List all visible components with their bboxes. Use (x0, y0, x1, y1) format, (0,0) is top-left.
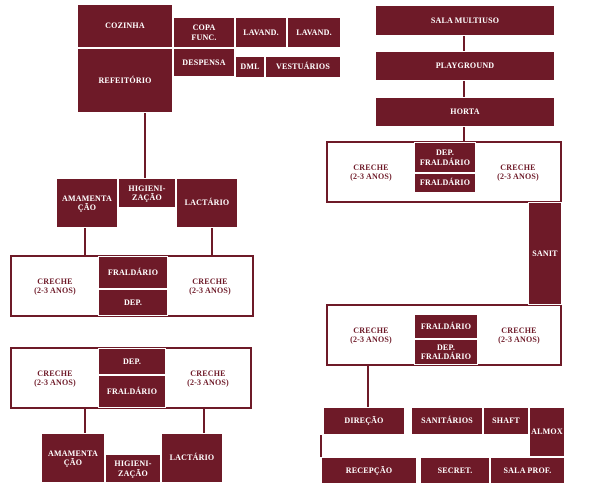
room-vestuarios: VESTUÁRIOS (265, 56, 341, 78)
connector-line (320, 435, 322, 457)
room-fraldario: FRALDÁRIO (98, 375, 166, 408)
room-sanit: SANIT (528, 202, 562, 305)
room-lactario: LACTÁRIO (161, 433, 223, 483)
room-sanitarios: SANITÁRIOS (411, 407, 483, 435)
room-creche: CRECHE (2-3 ANOS) (328, 143, 414, 201)
connector-line (367, 365, 369, 407)
room-secret: SECRET. (420, 457, 490, 484)
connector-line (463, 126, 465, 142)
connector-line (84, 227, 86, 255)
room-copa-func: COPA FUNC. (173, 17, 235, 48)
room-fraldario: FRALDÁRIO (98, 256, 168, 289)
room-creche: CRECHE (2-3 ANOS) (12, 349, 98, 407)
room-creche: CRECHE (2-3 ANOS) (328, 306, 414, 364)
connector-line (84, 407, 86, 434)
room-creche: CRECHE (2-3 ANOS) (168, 257, 252, 315)
room-dep: DEP. (98, 348, 166, 375)
room-almox: ALMOX (529, 407, 565, 457)
room-creche: CRECHE (2-3 ANOS) (166, 349, 250, 407)
room-lavand-1: LAVAND. (235, 17, 287, 48)
connector-line (463, 35, 465, 51)
connector-line (144, 113, 146, 180)
room-cozinha: COZINHA (77, 4, 173, 48)
room-dep: DEP. (98, 289, 168, 316)
room-sala-prof: SALA PROF. (490, 457, 565, 484)
room-amamentacao: AMAMENTA ÇÃO (56, 178, 118, 228)
room-creche: CRECHE (2-3 ANOS) (476, 143, 560, 201)
room-fraldario: FRALDÁRIO (414, 314, 478, 339)
room-amamentacao: AMAMENTA ÇÃO (41, 433, 105, 483)
room-creche: CRECHE (2-3 ANOS) (478, 306, 560, 364)
room-lactario: LACTÁRIO (176, 178, 238, 228)
room-sala-multiuso: SALA MULTIUSO (375, 5, 555, 36)
connector-line (211, 227, 213, 255)
room-fraldario: FRALDÁRIO (414, 173, 476, 193)
connector-line (463, 80, 465, 97)
room-horta: HORTA (375, 97, 555, 127)
room-higienizacao: HIGIENI- ZAÇÃO (118, 178, 176, 208)
room-playground: PLAYGROUND (375, 51, 555, 81)
room-refeitorio: REFEITÓRIO (77, 48, 173, 113)
room-creche: CRECHE (2-3 ANOS) (12, 257, 98, 315)
room-lavand-2: LAVAND. (287, 17, 341, 48)
room-direcao: DIREÇÃO (323, 407, 405, 435)
room-despensa: DESPENSA (173, 48, 235, 77)
room-dml: DML (235, 56, 265, 78)
room-higienizacao: HIGIENI- ZAÇÃO (105, 454, 161, 483)
room-shaft: SHAFT (483, 407, 529, 435)
room-dep-fraldario: DEP. FRALDÁRIO (414, 339, 478, 365)
room-dep-fraldario: DEP. FRALDÁRIO (414, 142, 476, 173)
classroom-group-frame (326, 304, 562, 366)
connector-line (203, 407, 205, 434)
room-recepcao: RECEPÇÃO (321, 457, 417, 484)
